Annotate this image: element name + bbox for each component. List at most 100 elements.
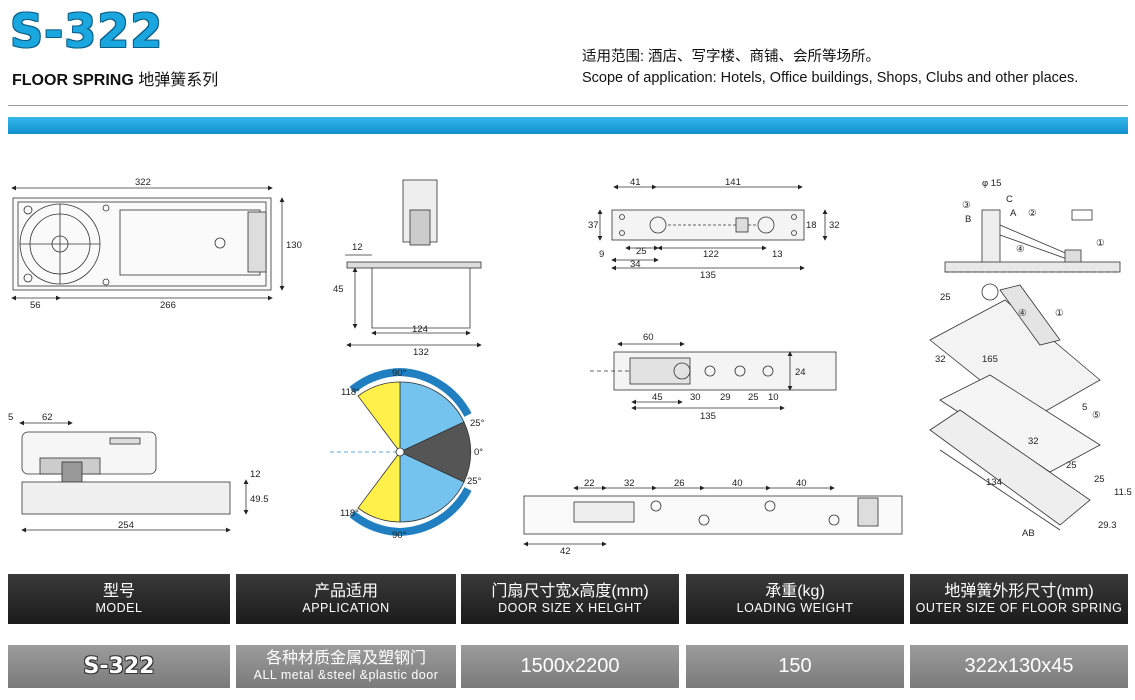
angle-0: 0° <box>474 447 483 458</box>
dim-iso-32b: 32 <box>1028 436 1039 447</box>
dim-fv-49: 49.5 <box>250 494 269 505</box>
top-view-drawing: 322 130 56 266 <box>11 177 302 311</box>
dim-side-outer: 132 <box>413 347 429 358</box>
value-door-size-text: 1500x2200 <box>520 655 620 677</box>
value-door-size: 1500x2200 <box>461 645 679 688</box>
label-n1: ① <box>1096 238 1105 249</box>
dim-iso-32a: 32 <box>935 354 946 365</box>
dim-top-right: 266 <box>160 300 176 311</box>
application-scope: 适用范围: 酒店、写字楼、商铺、会所等场所。 Scope of applicat… <box>582 47 1078 89</box>
dim-ta-40b: 40 <box>796 478 807 489</box>
technical-drawings: 322 130 56 266 12 45 124 132 41 141 <box>8 177 1132 557</box>
product-subtitle: FLOOR SPRING 地弹簧系列 <box>12 66 218 90</box>
scope-cn: 适用范围: 酒店、写字楼、商铺、会所等场所。 <box>582 49 881 65</box>
header-model-en: MODEL <box>95 600 143 615</box>
angle-25-top: 25° <box>470 418 485 429</box>
label-c: C <box>1006 194 1013 205</box>
label-phi: φ 15 <box>982 178 1001 189</box>
header-door-size-cn: 门扇尺寸宽x高度(mm) <box>491 582 649 600</box>
header-door-size: 门扇尺寸宽x高度(mm) DOOR SIZE X HELGHT <box>461 574 679 624</box>
value-outer-size-text: 322x130x45 <box>964 655 1074 677</box>
dim-cp-122: 122 <box>703 249 719 260</box>
label-n3: ③ <box>962 200 971 211</box>
header-loading-cn: 承重(kg) <box>765 582 825 600</box>
label-n4: ④ <box>1016 244 1025 255</box>
dim-fv-12: 12 <box>250 469 261 480</box>
dim-cp-13: 13 <box>772 249 783 260</box>
header-outer-size: 地弹簧外形尺寸(mm) OUTER SIZE OF FLOOR SPRING <box>910 574 1128 624</box>
label-b: B <box>965 214 971 225</box>
dim-iso-25: 25 <box>940 292 951 303</box>
dim-cp-9: 9 <box>599 249 604 260</box>
blue-banner-bar <box>8 117 1128 134</box>
cover-plate-drawing: 41 141 37 18 32 9 25 122 13 34 135 <box>588 177 840 281</box>
label-iso-ab: AB <box>1022 528 1035 539</box>
dim-arm-45: 45 <box>652 392 663 403</box>
front-view-drawing: 5 62 12 49.5 254 <box>8 412 269 533</box>
header-loading: 承重(kg) LOADING WEIGHT <box>686 574 904 624</box>
dim-fv-254: 254 <box>118 520 134 531</box>
pivot-detail-drawing: φ 15 C A B ③ ② ④ ① <box>944 178 1121 273</box>
dim-arm-10: 10 <box>768 392 779 403</box>
angle-118-bottom: 118° <box>340 508 359 519</box>
value-application: 各种材质金属及塑钢门 ALL metal &steel &plastic doo… <box>236 645 456 688</box>
dim-arm-25: 25 <box>748 392 759 403</box>
dim-arm-24: 24 <box>795 367 806 378</box>
value-loading: 150 <box>686 645 904 688</box>
header-application-en: APPLICATION <box>302 600 390 615</box>
dim-cp-37: 37 <box>588 220 599 231</box>
dim-ta-42: 42 <box>560 546 571 557</box>
dim-iso-25c: 25 <box>1094 474 1105 485</box>
scope-en: Scope of application: Hotels, Office bui… <box>582 70 1079 86</box>
subtitle-cn: 地弹簧系列 <box>138 72 219 89</box>
dim-fv-62: 62 <box>42 412 53 423</box>
angle-118-top: 118° <box>341 387 360 398</box>
dim-cp-25: 25 <box>636 246 647 257</box>
header-outer-size-en: OUTER SIZE OF FLOOR SPRING <box>915 600 1123 615</box>
dim-top-left: 56 <box>30 300 41 311</box>
label-a: A <box>1010 208 1017 219</box>
dim-cp-32: 32 <box>829 220 840 231</box>
header-door-size-en: DOOR SIZE X HELGHT <box>498 600 642 615</box>
subtitle-en: FLOOR SPRING <box>12 72 134 89</box>
dim-arm-29: 29 <box>720 392 731 403</box>
header-model-cn: 型号 <box>102 582 135 600</box>
dim-cp-34: 34 <box>630 259 641 270</box>
dim-iso-11: 11.5 <box>1114 487 1132 498</box>
angle-diagram: 90° 118° 25° 0° 25° 118° 90° <box>330 368 485 541</box>
value-loading-text: 150 <box>778 655 812 677</box>
dim-iso-29: 29.3 <box>1098 520 1117 531</box>
angle-90-top: 90° <box>392 368 407 379</box>
dim-side-inner: 124 <box>412 324 428 335</box>
header-application-cn: 产品适用 <box>313 582 378 600</box>
dim-iso-5: 5 <box>1082 402 1087 413</box>
label-iso-n1: ① <box>1055 308 1064 319</box>
dim-iso-134: 134 <box>986 477 1002 488</box>
dim-top-width: 322 <box>135 177 151 188</box>
value-model-text: S-322 <box>83 654 155 679</box>
dim-ta-26: 26 <box>674 478 685 489</box>
label-iso-n5: ⑤ <box>1092 410 1101 421</box>
dim-cp-41: 41 <box>630 177 641 188</box>
header-divider <box>8 105 1128 106</box>
angle-25-bottom: 25° <box>467 476 482 487</box>
label-n2: ② <box>1028 208 1037 219</box>
angle-90-bottom: 90° <box>392 530 407 541</box>
dim-side-top: 12 <box>352 242 363 253</box>
value-model: S-322 <box>8 645 230 688</box>
model-title: S-322 <box>10 4 164 58</box>
value-outer-size: 322x130x45 <box>910 645 1128 688</box>
header-outer-size-cn: 地弹簧外形尺寸(mm) <box>944 582 1094 600</box>
label-iso-n4: ④ <box>1018 308 1027 319</box>
value-application-cn: 各种材质金属及塑钢门 <box>265 650 426 667</box>
dim-arm-60: 60 <box>643 332 654 343</box>
dim-iso-25b: 25 <box>1066 460 1077 471</box>
dim-cp-18: 18 <box>806 220 817 231</box>
top-arm-drawing: 22 32 26 40 40 42 <box>523 478 903 557</box>
dim-fv-5: 5 <box>8 412 13 423</box>
side-section-drawing: 12 45 124 132 <box>333 179 482 358</box>
isometric-drawing: 25 32 165 5 ④ ① ⑤ 32 25 25 134 11.5 29.3… <box>929 283 1132 539</box>
dim-arm-30: 30 <box>690 392 701 403</box>
dim-side-height: 45 <box>333 284 344 295</box>
header-application: 产品适用 APPLICATION <box>236 574 456 624</box>
